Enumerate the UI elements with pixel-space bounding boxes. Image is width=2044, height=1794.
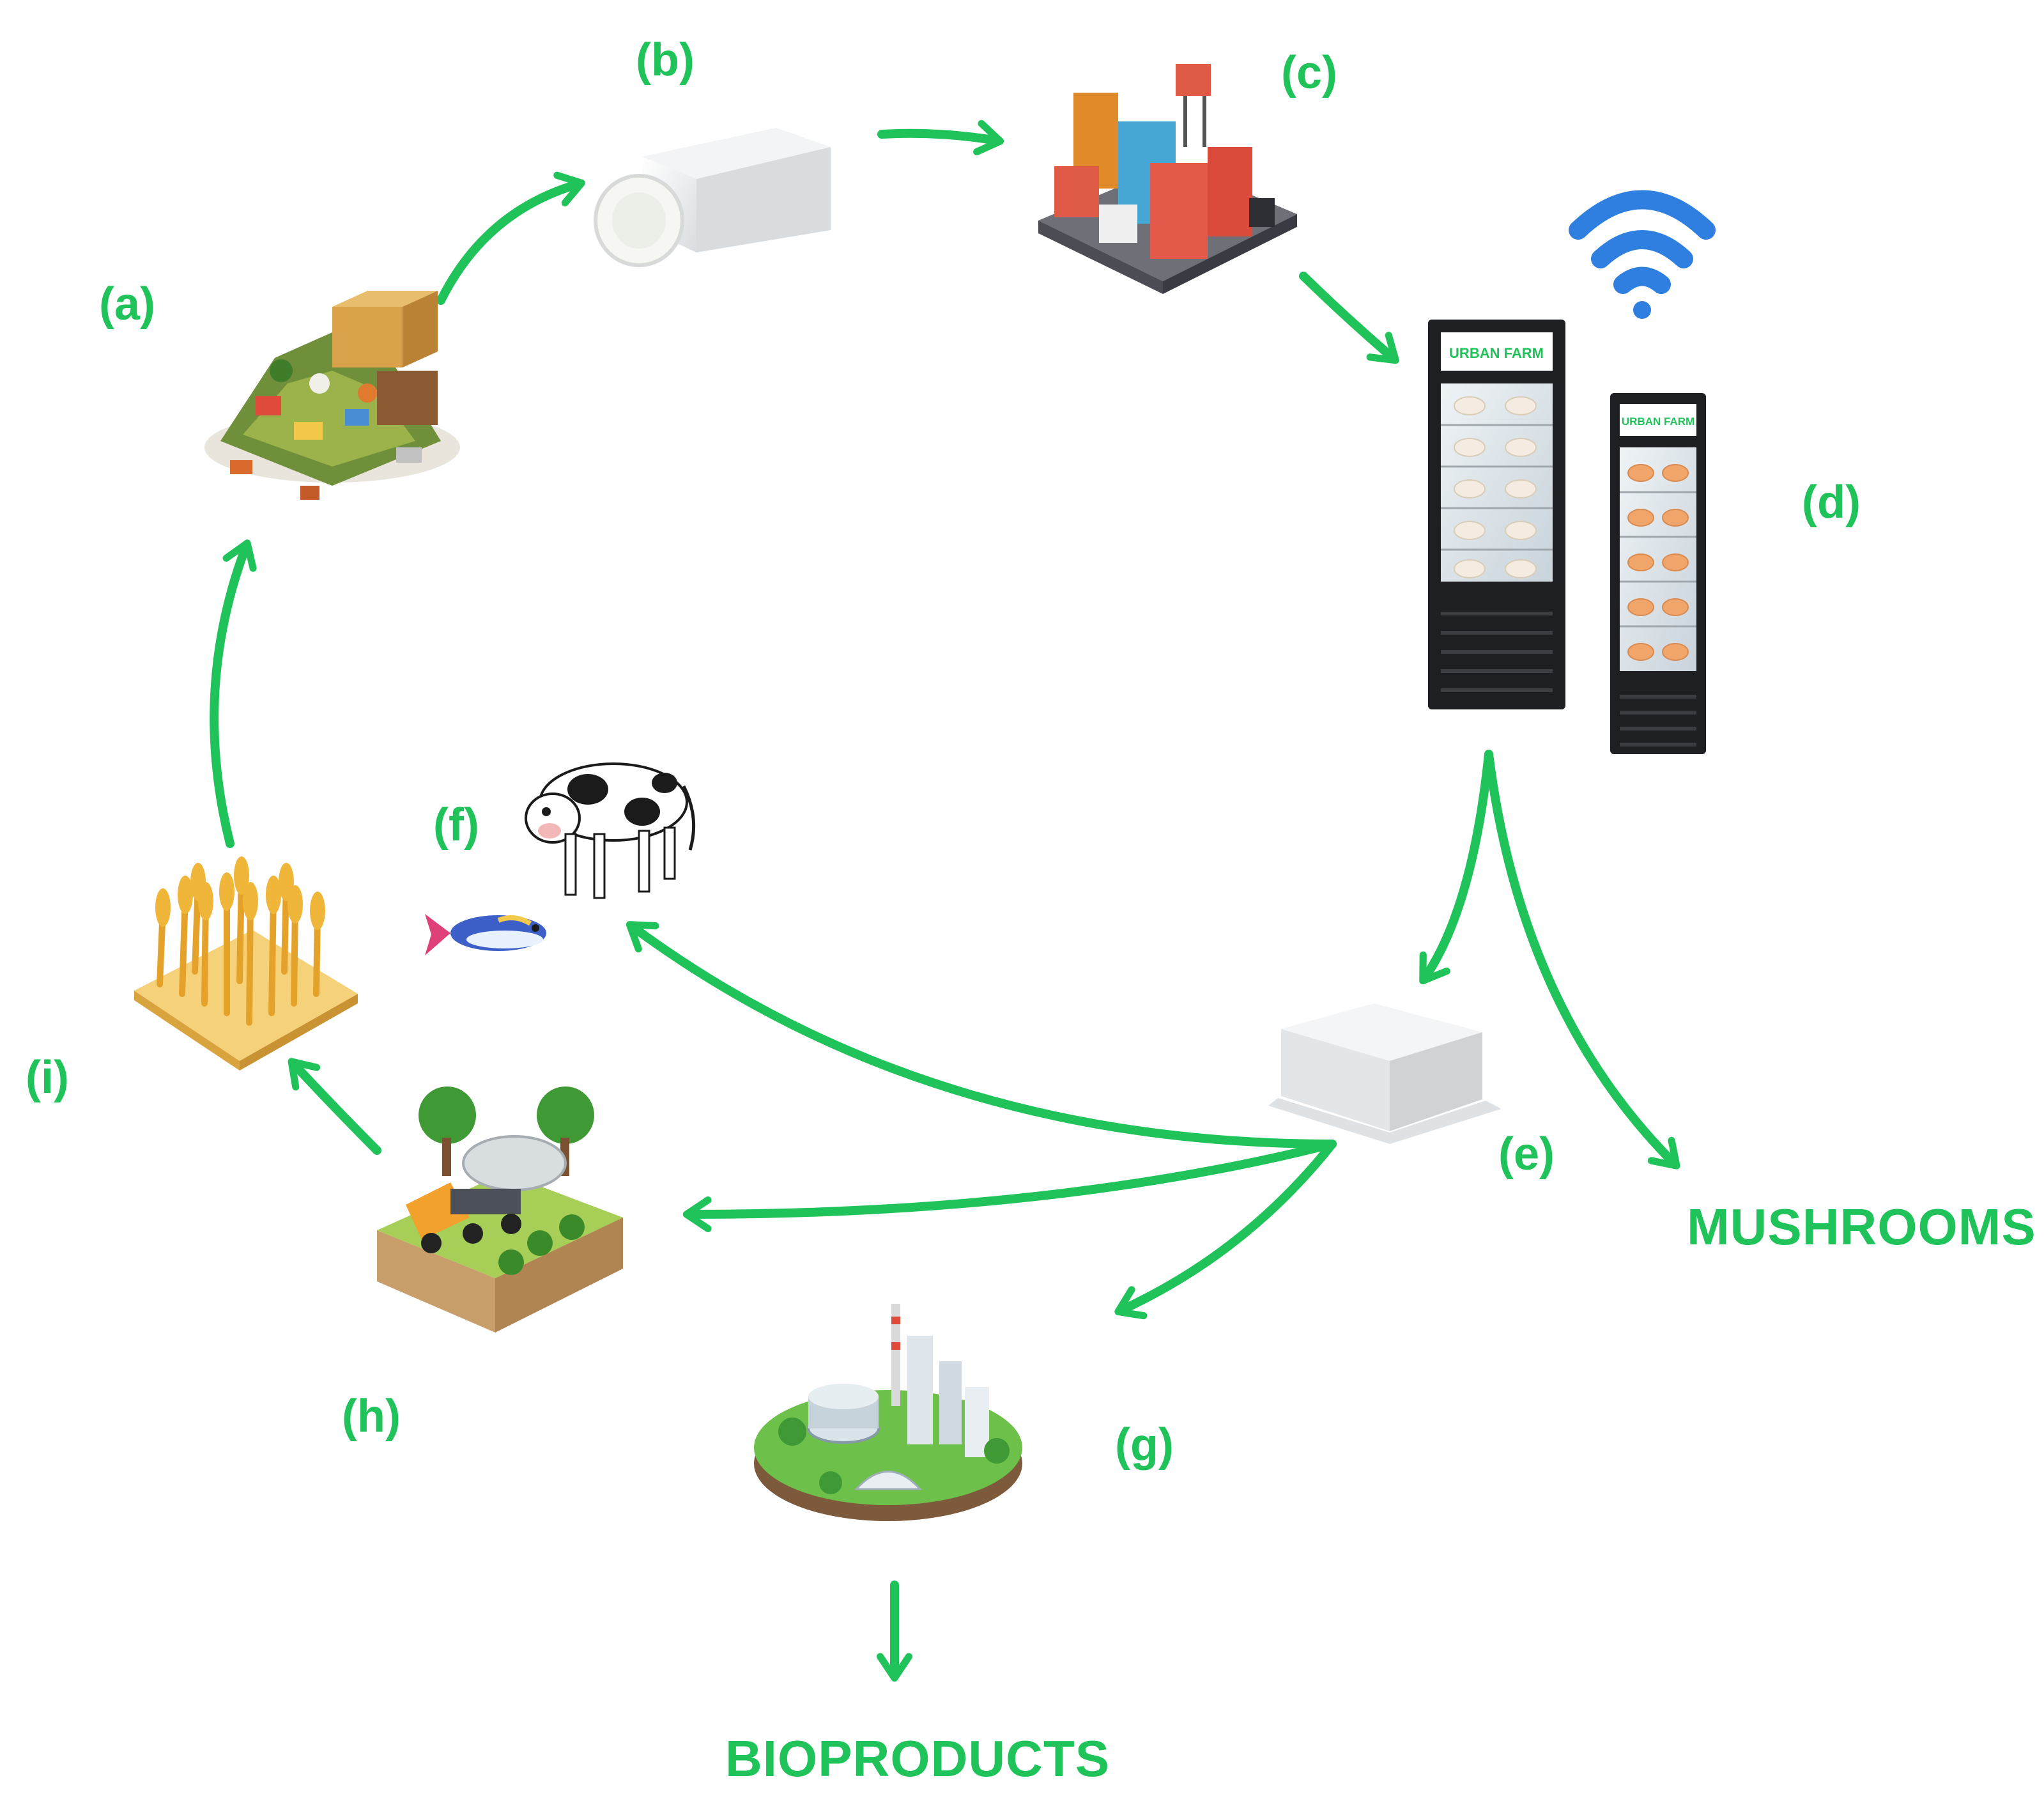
substrate-block-icon: [594, 128, 831, 267]
arrow-d-to-e: [1419, 750, 1493, 985]
label-g: (g): [1115, 1419, 1174, 1471]
spent-substrate-block-icon: [1268, 1003, 1502, 1144]
arrow-e-to-f: [626, 921, 1337, 1148]
label-e: (e): [1498, 1129, 1555, 1180]
label-h: (h): [342, 1391, 401, 1442]
biorefinery-icon: [754, 1304, 1022, 1521]
arrow-e-to-h: [682, 1140, 1337, 1232]
arrow-h-to-i: [288, 1058, 381, 1155]
fertilizer-truck-field-icon: [377, 1086, 623, 1333]
urban-farm-fridge-small: URBAN FARM: [1610, 393, 1706, 754]
arrow-a-to-b: [436, 171, 585, 305]
cow-and-fish-icon: [425, 762, 696, 955]
label-d: (d): [1802, 477, 1861, 528]
wifi-icon: [1569, 190, 1716, 319]
label-a: (a): [99, 279, 155, 330]
fridge-large-title: URBAN FARM: [1449, 345, 1544, 361]
arrow-d-to-mushrooms: [1484, 750, 1680, 1170]
flow-arrows: [210, 120, 1680, 1682]
arrow-e-to-g: [1114, 1140, 1337, 1320]
label-f: (f): [433, 800, 479, 851]
food-waste-pile-icon: [204, 291, 460, 500]
urban-farm-fridge-large: URBAN FARM: [1428, 320, 1565, 709]
fridge-small-title: URBAN FARM: [1622, 415, 1694, 428]
output-mushrooms: MUSHROOMS: [1687, 1198, 2036, 1255]
arrow-b-to-c: [877, 120, 1004, 156]
arrow-i-to-a: [210, 539, 257, 848]
output-bioproducts: BIOPRODUCTS: [725, 1730, 1110, 1787]
wheat-field-icon: [134, 856, 358, 1071]
label-c: (c): [1281, 47, 1337, 98]
container-farm-icon: [1038, 64, 1297, 294]
arrow-c-to-d: [1299, 272, 1399, 364]
label-b: (b): [636, 35, 695, 86]
label-i: (i): [26, 1052, 69, 1103]
